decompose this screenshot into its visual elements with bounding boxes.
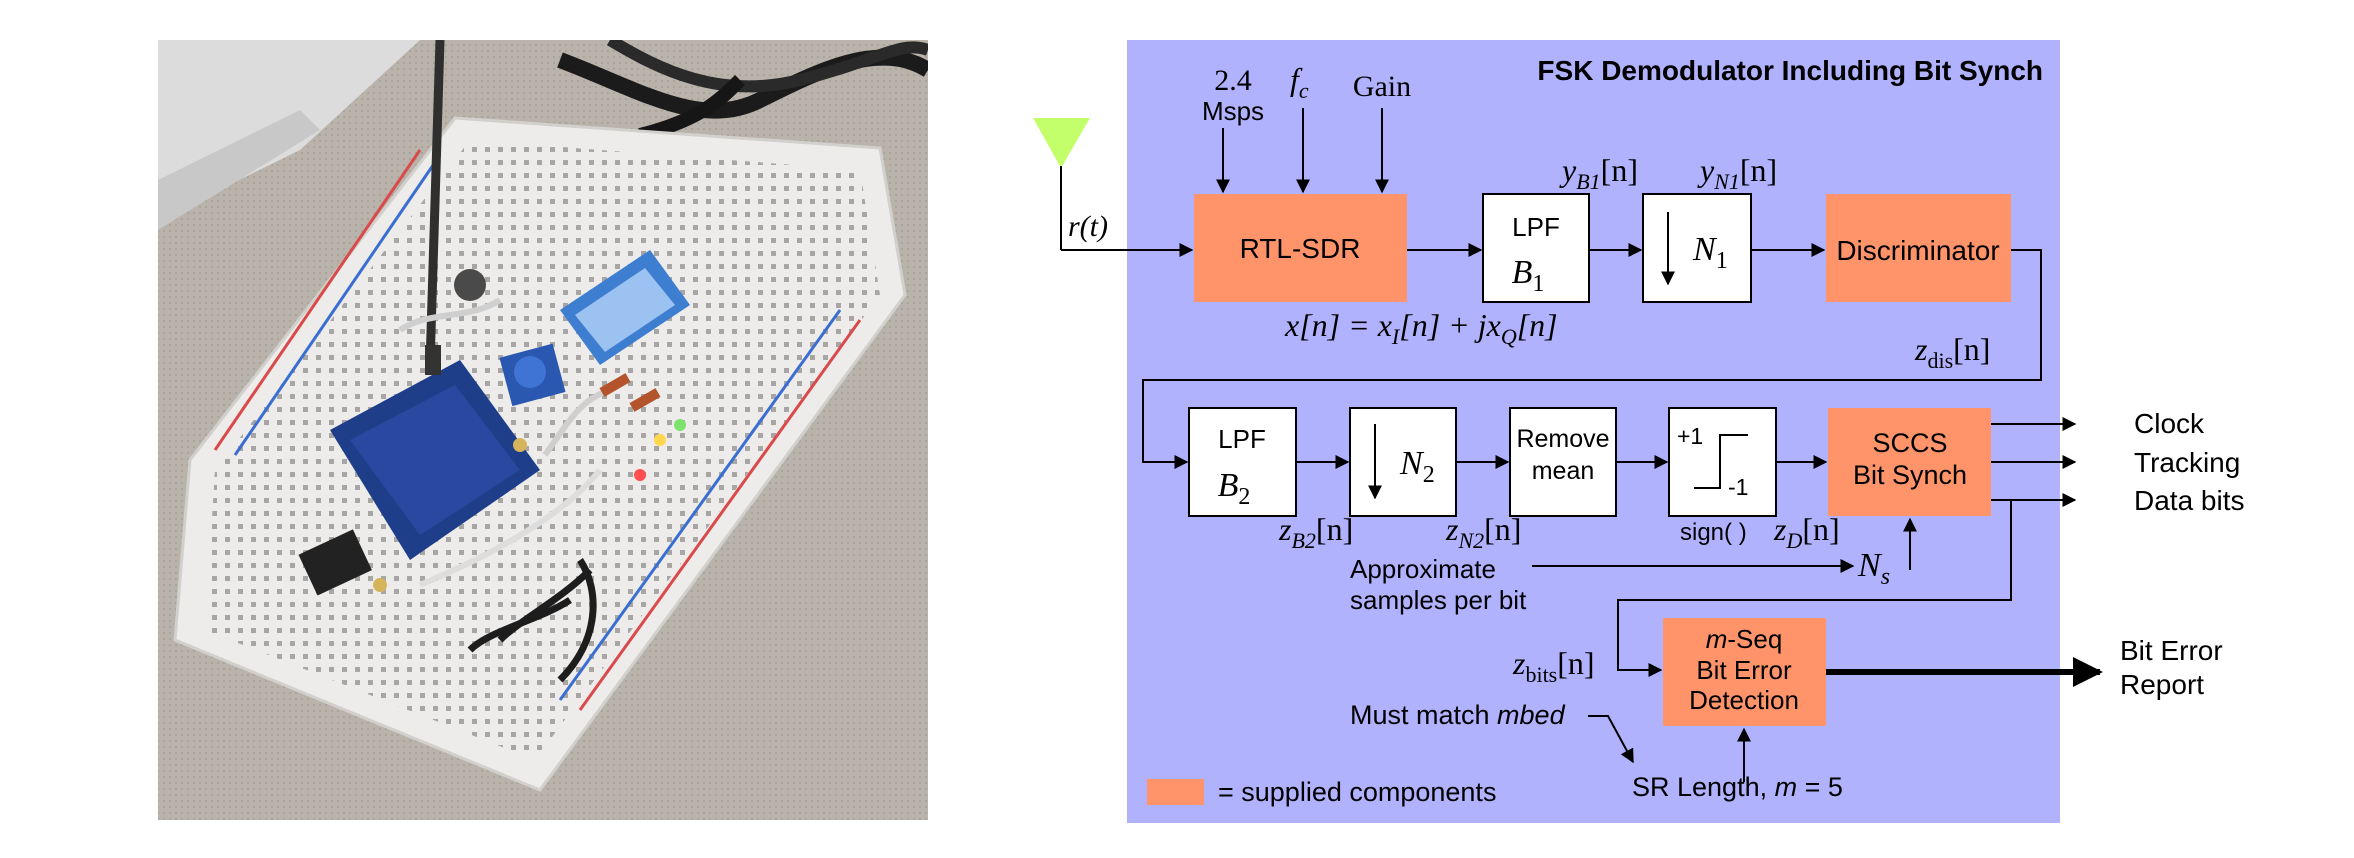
decimator2-block: [1349, 407, 1457, 517]
mseq-line3: Detection: [1689, 685, 1799, 715]
signal-zb2: zB2[n]: [1278, 511, 1353, 553]
lpf2-block: [1188, 407, 1297, 517]
output-report-line1: Bit Error: [2120, 635, 2223, 666]
legend-label: = supplied components: [1218, 777, 1496, 807]
signal-r-t: r(t): [1068, 210, 1108, 243]
rtl-sdr-label: RTL-SDR: [1240, 233, 1361, 264]
lpf2-title: LPF: [1218, 424, 1266, 454]
output-data-bits: Data bits: [2134, 485, 2245, 516]
remove-mean-block: [1509, 407, 1617, 517]
output-tracking: Tracking: [2134, 447, 2240, 478]
signal-yn1: yN1[n]: [1697, 152, 1777, 194]
sign-block: [1668, 407, 1777, 517]
decimator2-factor: N2: [1399, 445, 1435, 488]
sr-length-label: SR Length, m = 5: [1632, 772, 1843, 802]
signal-zd: zD[n]: [1773, 511, 1840, 553]
sign-function-icon: [1694, 434, 1748, 489]
signal-zn2: zN2[n]: [1445, 511, 1521, 553]
sample-rate-value: 2.4: [1214, 64, 1252, 97]
output-clock: Clock: [2134, 408, 2205, 439]
output-report-line2: Report: [2120, 669, 2204, 700]
sign-plus-one: +1: [1677, 423, 1703, 449]
signal-zbits: zbits[n]: [1512, 645, 1595, 687]
discriminator-block: [1826, 194, 2011, 302]
sign-minus-one: -1: [1728, 474, 1748, 500]
gain-label: Gain: [1353, 70, 1411, 103]
param-ns: Ns: [1857, 547, 1890, 590]
sccs-line1: SCCS: [1872, 428, 1947, 458]
must-match-note: Must match mbed: [1350, 700, 1566, 730]
remove-mean-line2: mean: [1532, 457, 1595, 485]
sample-rate-unit: Msps: [1202, 96, 1264, 126]
decimator1-factor: N1: [1692, 231, 1728, 274]
mseq-line2: Bit Error: [1696, 655, 1792, 685]
lpf1-block: [1482, 193, 1590, 303]
antenna-icon: [1033, 118, 1090, 168]
diagram-title: FSK Demodulator Including Bit Synch: [1537, 55, 2043, 86]
signal-x-equation: x[n] = xI[n] + jxQ[n]: [1284, 307, 1558, 349]
remove-mean-line1: Remove: [1516, 425, 1609, 453]
mseq-bit-error-block: [1663, 618, 1826, 726]
lpf1-bandwidth: B1: [1512, 254, 1545, 297]
rtl-sdr-block: [1194, 194, 1407, 302]
signal-zdis: zdis[n]: [1914, 331, 1990, 373]
discriminator-label: Discriminator: [1836, 235, 1999, 266]
sccs-line2: Bit Synch: [1853, 460, 1967, 490]
signal-yb1: yB1[n]: [1559, 152, 1638, 194]
sign-label: sign( ): [1680, 519, 1747, 546]
approx-samples-line1: Approximate: [1350, 554, 1496, 584]
lpf1-title: LPF: [1512, 212, 1560, 242]
sccs-bit-synch-block: [1828, 408, 1991, 516]
legend-swatch: [1147, 779, 1204, 805]
mseq-line1: m-Seq: [1706, 624, 1783, 654]
approx-samples-line2: samples per bit: [1350, 585, 1527, 615]
lpf2-bandwidth: B2: [1218, 467, 1251, 510]
